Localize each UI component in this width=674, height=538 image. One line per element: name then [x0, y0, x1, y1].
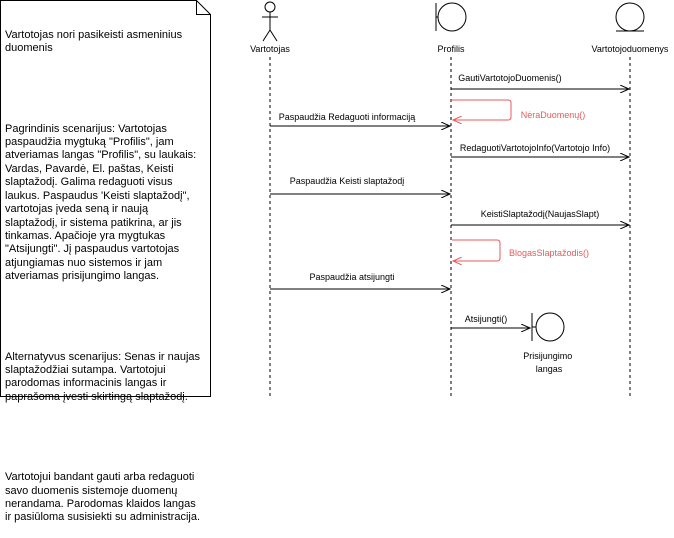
actor-vartotojas: [262, 1, 278, 42]
scenario-note: [0, 0, 211, 397]
msg-label: Paspaudžia Keisti slaptažodį: [290, 176, 405, 186]
msg-nera-duomenu: [452, 99, 512, 120]
msg-label: Paspaudžia Redaguoti informaciją: [279, 112, 416, 122]
msg-label: Atsijungti(): [465, 314, 508, 324]
msg-label: RedaguotiVartotojoInfo(Vartotojo Info): [460, 143, 610, 153]
msg-label: Paspaudžia atsijungti: [309, 272, 394, 282]
msg-label: KeistiSlaptažodį(NaujasSlapt): [481, 209, 600, 219]
note-main-scenario: Pagrindinis scenarijus: Vartotojas paspa…: [5, 122, 200, 283]
boundary-profilis: [435, 2, 467, 32]
note-title: Vartotojas nori pasikeisti asmeninius du…: [5, 28, 186, 55]
boundary-label: Profilis: [437, 44, 465, 54]
actor-label: Vartotojas: [250, 44, 290, 54]
msg-blogas-slaptazodis: [452, 239, 501, 261]
msg-label: GautiVartotojoDuomenis(): [458, 73, 561, 83]
boundary-prisijungimo-langas: [531, 312, 565, 342]
note-fold: [196, 0, 211, 15]
entity-label: Vartotojoduomenys: [592, 44, 669, 54]
login-label: Prisijungimo langas: [523, 351, 575, 374]
scenario-note-text: Vartotojas nori pasikeisti asmeninius du…: [5, 2, 203, 538]
entity-vartotojoduomenys: [615, 2, 645, 32]
note-error-scenario: Vartotojui bandant gauti arba redaguoti …: [5, 471, 201, 524]
msg-label: BlogasSlaptažodis(): [509, 248, 589, 258]
sequence-diagram: Vartotojas Profilis Vartotojoduomenys Ga…: [0, 0, 669, 398]
note-alt-scenario: Alternatyvus scenarijus: Senas ir naujas…: [5, 350, 204, 403]
msg-label: NėraDuomenų(): [521, 110, 586, 120]
